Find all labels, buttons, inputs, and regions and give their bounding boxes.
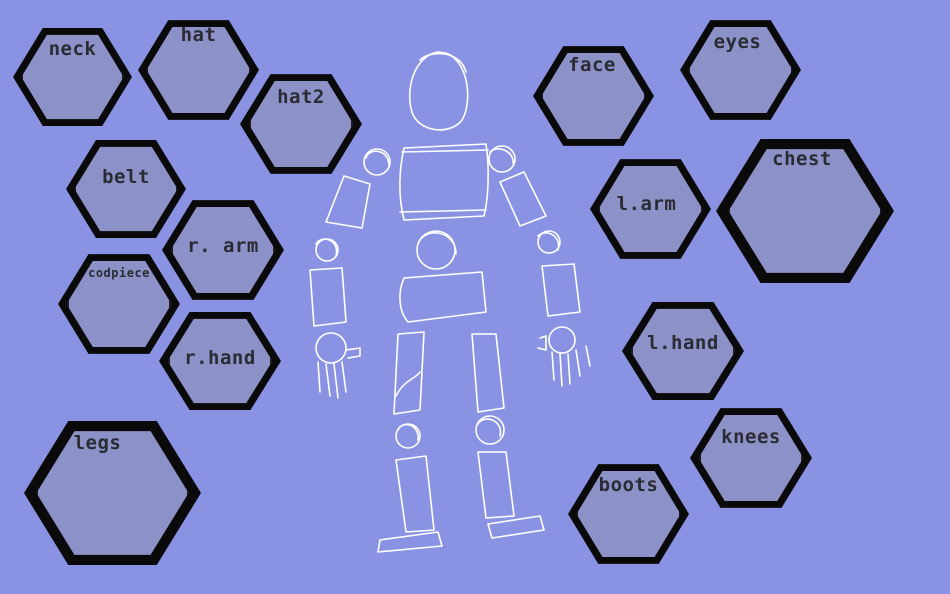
character-figure-sketch <box>309 51 591 553</box>
slot-label-eyes: eyes <box>713 31 762 53</box>
slot-codpiece[interactable]: codpiece <box>58 252 180 356</box>
slot-l-hand[interactable]: l.hand <box>622 300 744 402</box>
slot-face[interactable]: face <box>533 44 654 148</box>
slot-legs[interactable]: legs <box>24 418 201 568</box>
slot-boots[interactable]: boots <box>568 462 689 566</box>
slot-chest[interactable]: chest <box>716 136 894 286</box>
figure-feet <box>377 515 545 553</box>
slot-neck[interactable]: neck <box>13 26 132 128</box>
slot-belt[interactable]: belt <box>66 138 186 240</box>
figure-knees <box>395 415 505 449</box>
slot-label-neck: neck <box>48 38 97 60</box>
slot-hat2[interactable]: hat2 <box>240 72 362 176</box>
figure-hands <box>315 326 591 399</box>
figure-torso <box>399 143 489 221</box>
figure-shins <box>395 451 515 533</box>
slot-label-hat2: hat2 <box>277 86 325 108</box>
figure-pelvis <box>399 230 487 323</box>
figure-elbows <box>315 230 561 262</box>
slot-label-chest: chest <box>772 148 832 170</box>
slot-label-hat: hat <box>180 24 217 46</box>
slot-knees[interactable]: knees <box>690 406 812 510</box>
slot-label-r-hand: r.hand <box>184 347 256 369</box>
slot-label-r-arm: r. arm <box>187 235 259 257</box>
slot-r-arm[interactable]: r. arm <box>162 198 284 302</box>
slot-label-face: face <box>568 54 616 76</box>
slot-r-hand[interactable]: r.hand <box>159 310 281 412</box>
slot-label-legs: legs <box>73 432 122 454</box>
slot-fill <box>167 318 273 404</box>
slot-fill <box>728 149 882 273</box>
slot-label-l-arm: l.arm <box>616 193 677 215</box>
slot-label-belt: belt <box>102 166 150 188</box>
slot-l-arm[interactable]: l.arm <box>590 157 711 261</box>
figure-thighs <box>393 331 505 415</box>
slot-label-l-hand: l.hand <box>647 332 719 354</box>
slot-fill <box>541 53 646 139</box>
figure-upper-arms <box>325 171 547 229</box>
slot-label-boots: boots <box>598 474 659 496</box>
figure-shoulders <box>363 145 516 176</box>
slot-eyes[interactable]: eyes <box>680 18 801 122</box>
slot-hat[interactable]: hat <box>138 18 259 122</box>
slot-label-knees: knees <box>721 426 781 448</box>
slot-fill <box>248 81 354 167</box>
figure-forearms <box>309 263 581 327</box>
figure-head <box>408 51 469 131</box>
slot-label-codpiece: codpiece <box>88 266 150 280</box>
